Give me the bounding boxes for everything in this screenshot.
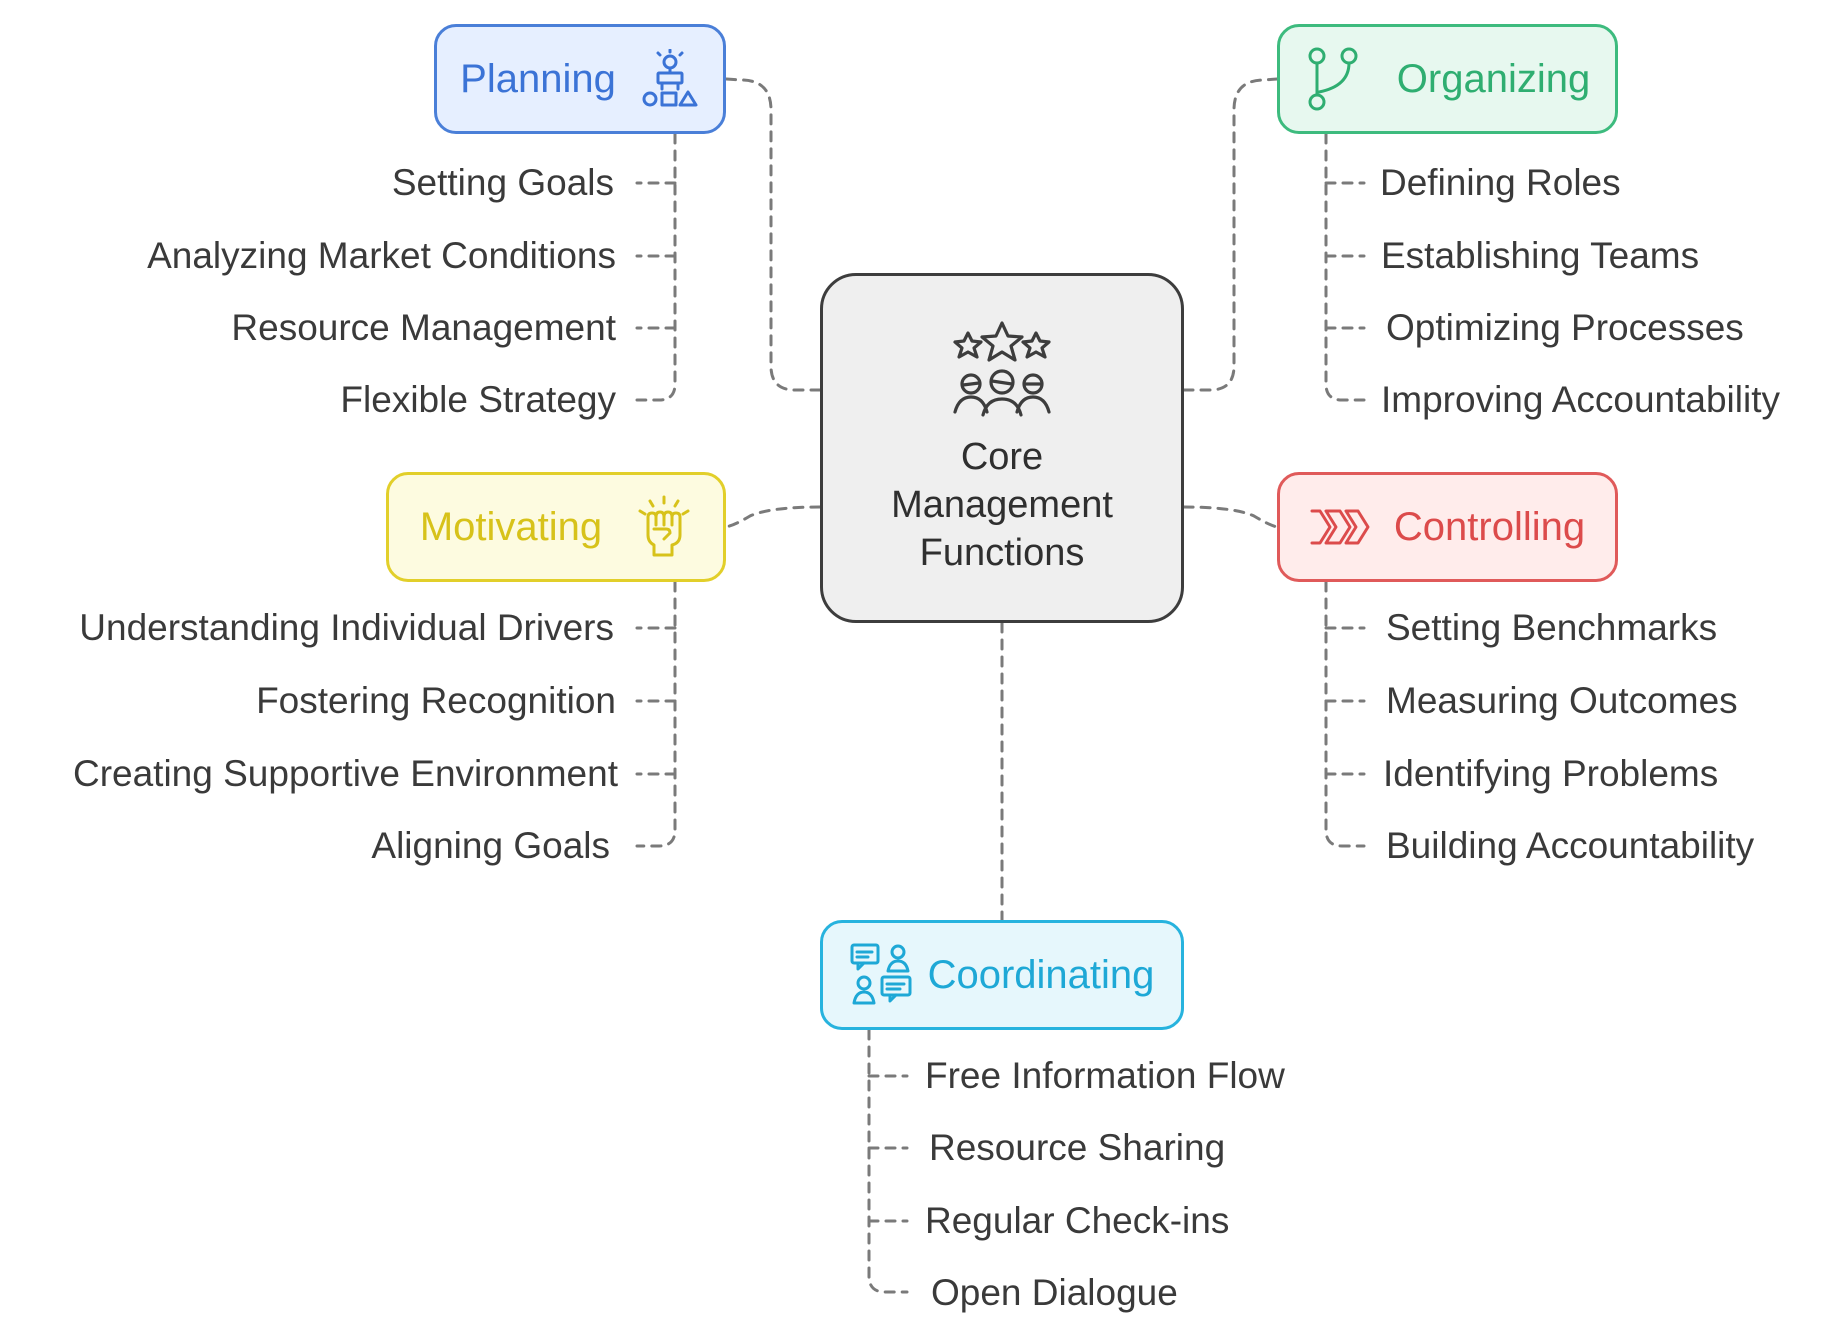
center-node: Core Management Functions bbox=[820, 273, 1184, 623]
coordinating-item: Resource Sharing bbox=[929, 1127, 1226, 1168]
motivating-spine bbox=[635, 580, 677, 848]
chevrons-right-icon bbox=[1310, 509, 1370, 545]
controlling-node[interactable]: Controlling bbox=[1277, 472, 1618, 582]
organizing-node[interactable]: Organizing bbox=[1277, 24, 1618, 134]
stars-team-icon bbox=[953, 321, 1051, 417]
coordinating-item: Open Dialogue bbox=[931, 1272, 1178, 1313]
controlling-item: Identifying Problems bbox=[1383, 753, 1719, 794]
controlling-item: Building Accountability bbox=[1386, 825, 1755, 866]
motivating-item: Fostering Recognition bbox=[256, 680, 616, 721]
git-branch-icon bbox=[1308, 47, 1358, 111]
organizing-label: Organizing bbox=[1396, 56, 1591, 101]
planning-item: Flexible Strategy bbox=[340, 379, 616, 420]
motivating-item: Creating Supportive Environment bbox=[72, 753, 618, 794]
connector-center-planning bbox=[724, 77, 822, 392]
idea-blocks-icon bbox=[642, 49, 698, 107]
motivating-node[interactable]: Motivating bbox=[386, 472, 726, 582]
coordinating-node[interactable]: Coordinating bbox=[820, 920, 1184, 1030]
coordinating-spine bbox=[867, 1028, 909, 1294]
organizing-item: Establishing Teams bbox=[1381, 235, 1700, 276]
controlling-item: Measuring Outcomes bbox=[1386, 680, 1738, 721]
motivating-item: Understanding Individual Drivers bbox=[79, 607, 614, 648]
coordinating-label: Coordinating bbox=[927, 952, 1155, 997]
planning-label: Planning bbox=[460, 56, 616, 101]
connector-center-motivating bbox=[724, 505, 822, 529]
planning-node[interactable]: Planning bbox=[434, 24, 726, 134]
connector-center-organizing bbox=[1182, 77, 1279, 392]
controlling-label: Controlling bbox=[1393, 504, 1586, 549]
organizing-item: Optimizing Processes bbox=[1386, 307, 1744, 348]
motivating-label: Motivating bbox=[419, 504, 603, 549]
organizing-item: Improving Accountability bbox=[1381, 379, 1780, 420]
organizing-spine bbox=[1324, 132, 1366, 402]
coordinating-item: Regular Check-ins bbox=[925, 1200, 1230, 1241]
team-chat-icon bbox=[850, 943, 912, 1005]
planning-item: Resource Management bbox=[231, 307, 616, 348]
connector-center-controlling bbox=[1182, 505, 1279, 529]
planning-item: Setting Goals bbox=[391, 162, 614, 203]
motivating-item: Aligning Goals bbox=[371, 825, 610, 866]
coordinating-item: Free Information Flow bbox=[925, 1055, 1285, 1096]
controlling-item: Setting Benchmarks bbox=[1386, 607, 1718, 648]
planning-item: Analyzing Market Conditions bbox=[147, 235, 616, 276]
raised-fist-icon bbox=[638, 495, 690, 557]
controlling-spine bbox=[1324, 580, 1366, 848]
planning-spine bbox=[635, 132, 677, 402]
center-title: Core Management Functions bbox=[891, 436, 1113, 574]
organizing-item: Defining Roles bbox=[1380, 162, 1621, 203]
